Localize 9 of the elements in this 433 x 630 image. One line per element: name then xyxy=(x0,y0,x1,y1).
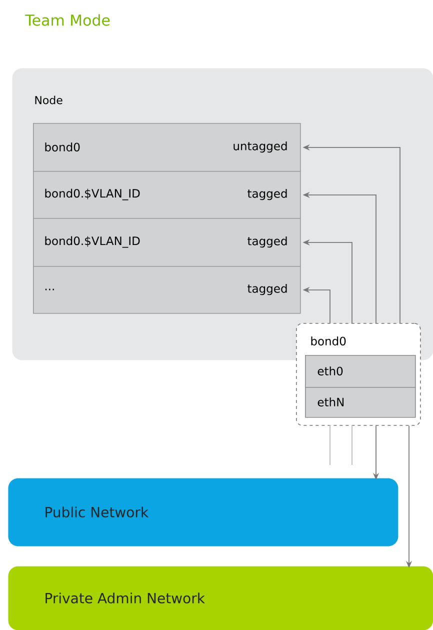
network-band: Private Admin Network xyxy=(8,566,433,630)
interface-row: bond0.$VLAN_ID tagged xyxy=(33,218,301,267)
interface-box: eth0 xyxy=(305,355,416,388)
network-band: Public Network xyxy=(8,478,398,546)
title: Team Mode xyxy=(25,14,110,26)
interface-row: ... tagged xyxy=(33,266,301,314)
interface-box: ethN xyxy=(305,387,416,418)
interface-row: bond0.$VLAN_ID tagged xyxy=(33,171,301,219)
interface-row: bond0 untagged xyxy=(33,123,301,172)
